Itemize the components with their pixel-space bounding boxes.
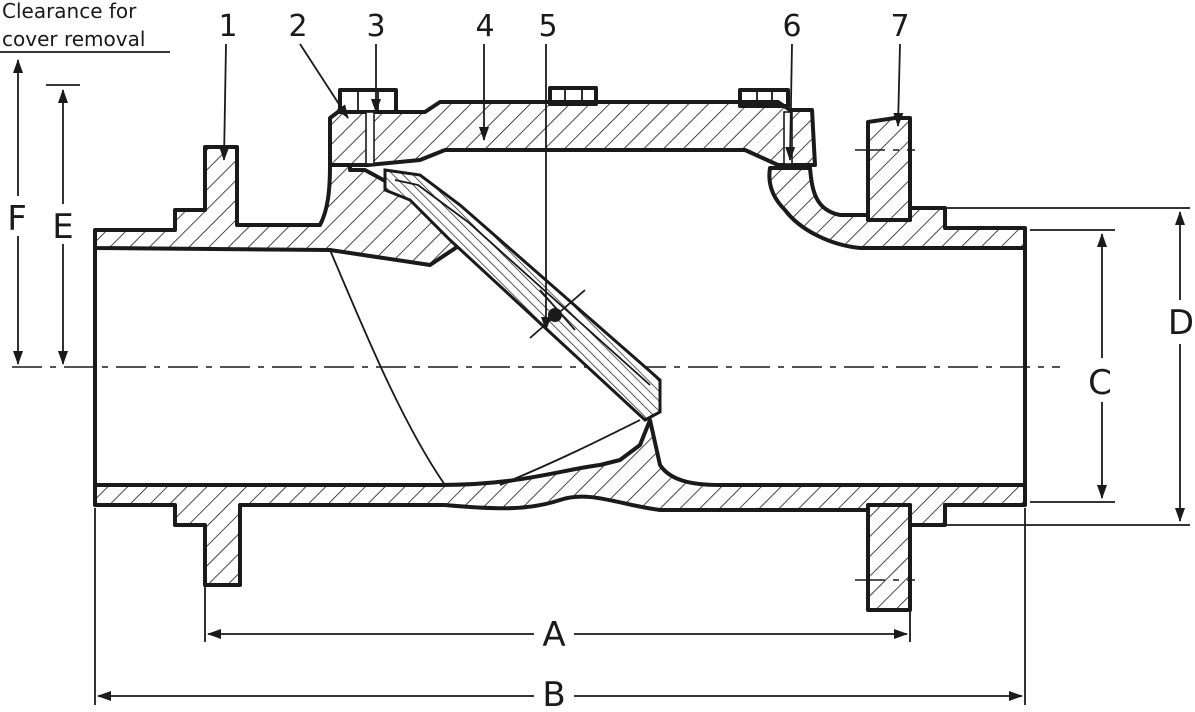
dimension-B: B xyxy=(94,508,1026,712)
bolt-shaft xyxy=(365,111,375,165)
callout-1: 1 xyxy=(218,9,237,44)
right-flange xyxy=(855,116,915,612)
clearance-note: Clearance for cover removal xyxy=(0,0,170,53)
dimension-E-label: E xyxy=(52,207,73,247)
inner-bore-curve xyxy=(329,249,446,486)
callout-3: 3 xyxy=(366,9,385,44)
clearance-note-line1: Clearance for xyxy=(2,0,137,23)
callout-4: 4 xyxy=(475,9,494,44)
dimension-A: A xyxy=(204,585,911,655)
disc-seat-ring xyxy=(394,179,651,386)
dimension-A-label: A xyxy=(542,615,565,655)
valve-disc xyxy=(383,168,662,422)
bonnet-cover xyxy=(328,100,817,167)
disc-pivot-mark-a xyxy=(529,289,586,339)
dimension-B-label: B xyxy=(542,675,565,707)
callout-6: 6 xyxy=(782,9,801,44)
callout-7: 7 xyxy=(890,9,909,44)
bolt-shaft-right xyxy=(783,111,793,165)
callout-labels: 1 2 3 4 5 6 7 xyxy=(218,9,909,44)
callout-leaders xyxy=(219,43,904,331)
callout-2: 2 xyxy=(288,9,307,44)
dimension-E: E xyxy=(46,84,80,365)
lower-seat-curve xyxy=(499,419,641,486)
dimension-C-label: C xyxy=(1088,363,1112,403)
upper-right-body-wall xyxy=(767,166,1027,250)
dimension-C: C xyxy=(1030,229,1116,503)
dimension-F-label: F xyxy=(7,199,27,239)
callout-5: 5 xyxy=(538,9,557,44)
dimension-F: F xyxy=(5,59,31,365)
dimension-D-label: D xyxy=(1168,303,1194,343)
dimension-D: D xyxy=(945,207,1195,526)
upper-body-wall xyxy=(93,145,462,267)
clearance-note-line2: cover removal xyxy=(2,27,145,51)
